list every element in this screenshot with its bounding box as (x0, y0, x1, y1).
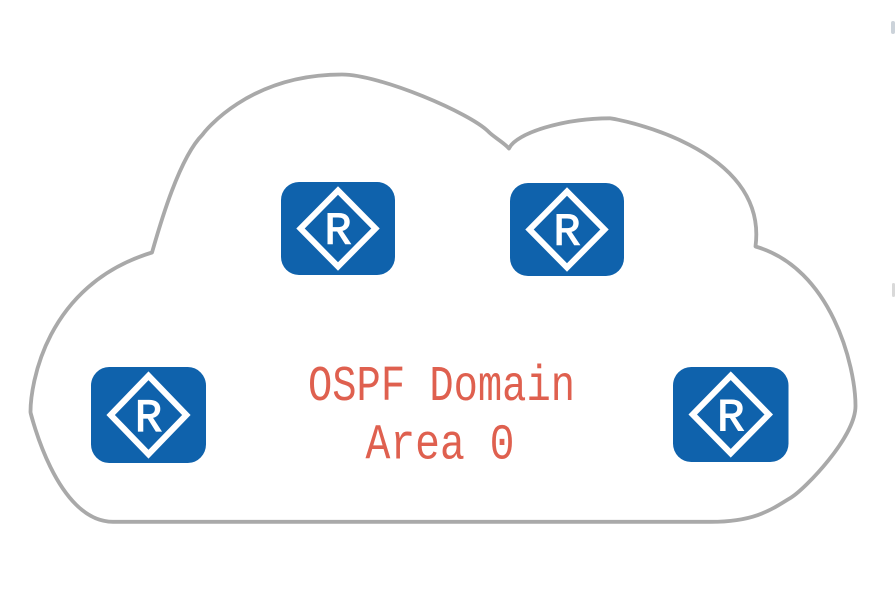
svg-text:OSPF Domain: OSPF Domain (308, 359, 575, 416)
svg-text:Area 0: Area 0 (366, 418, 515, 475)
